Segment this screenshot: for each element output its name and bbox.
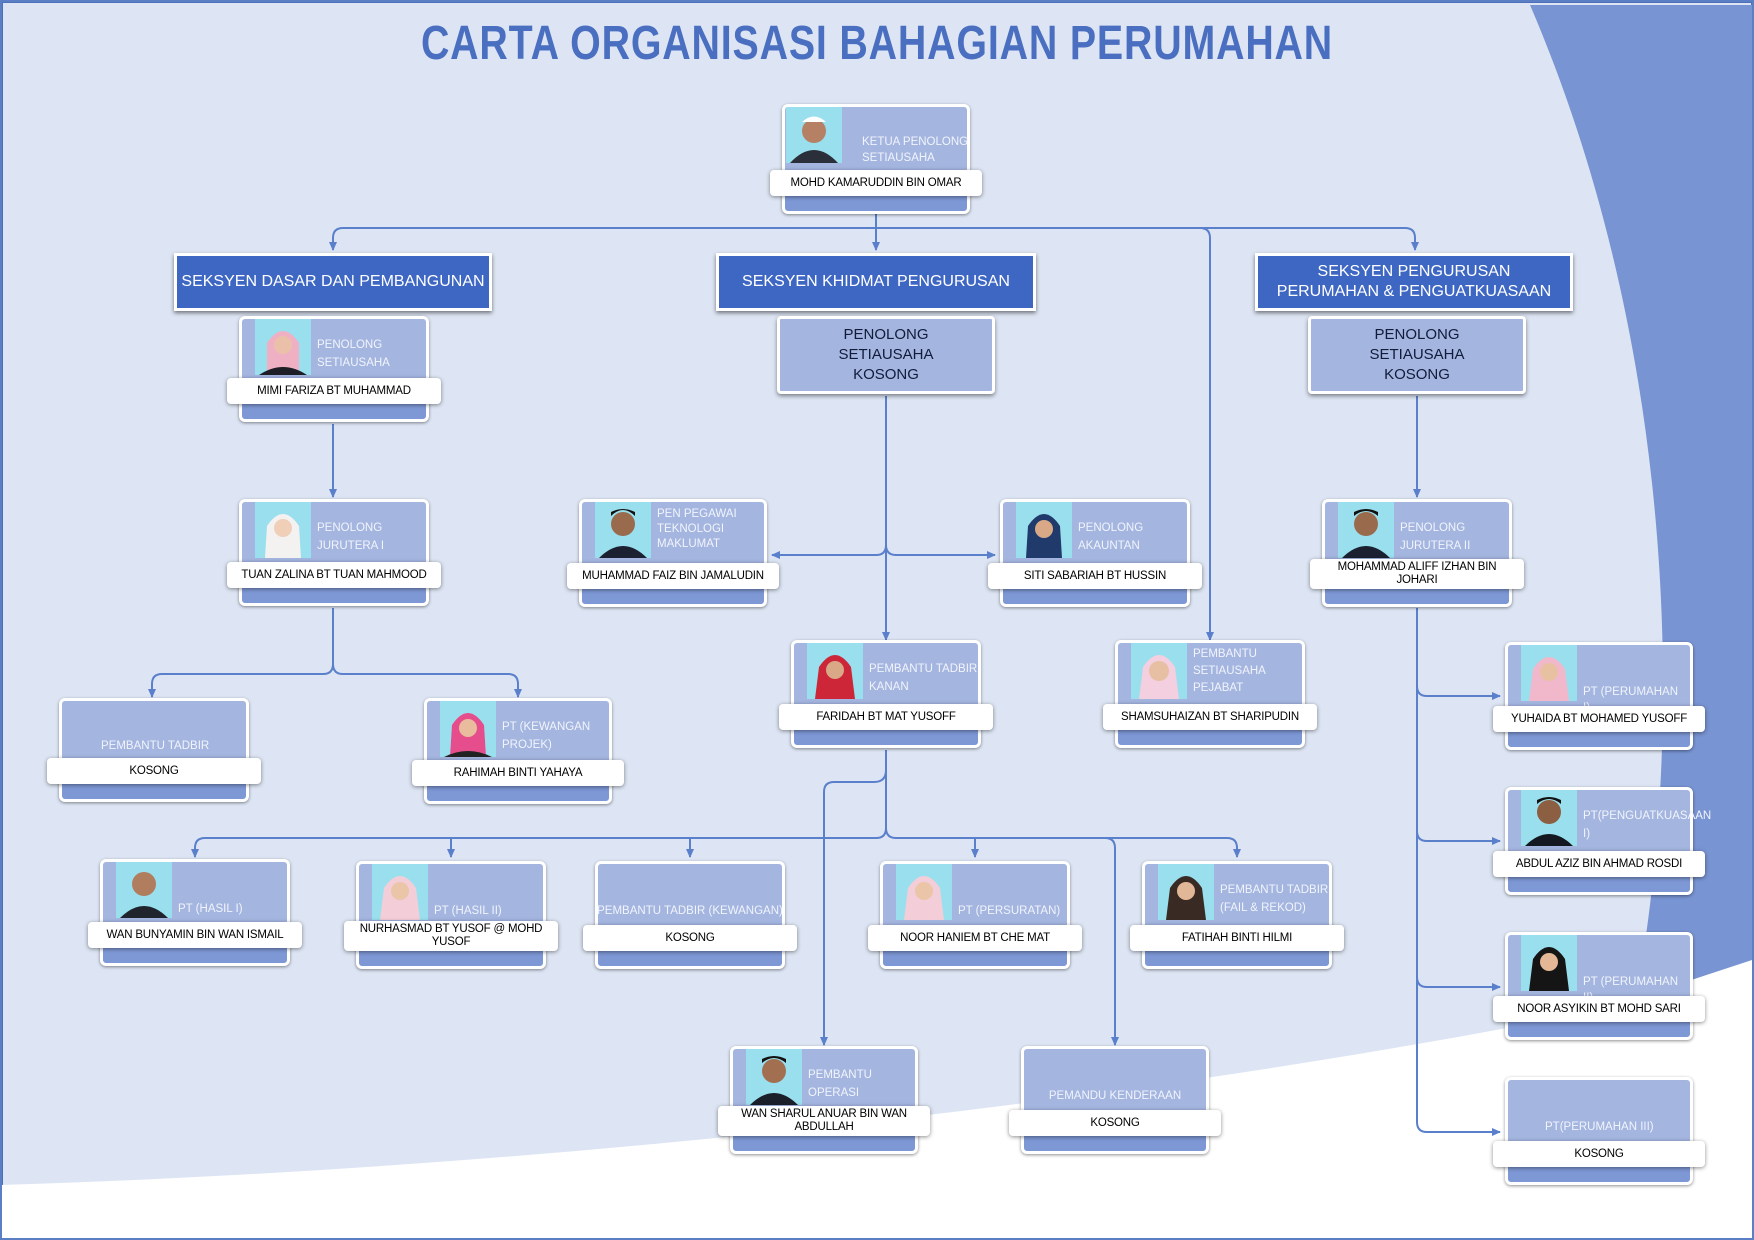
person-photo: [786, 107, 842, 163]
chart-title: CARTA ORGANISASI BAHAGIAN PERUMAHAN: [420, 17, 1334, 70]
role-label: KETUA PENOLONG SETIAUSAHA: [862, 136, 969, 164]
vacant-pengurusan: PENOLONG SETIAUSAHA KOSONG: [1308, 316, 1526, 394]
staff-card-pt-kewangan: PEMBANTU TADBIR (KEWANGAN) KOSONG: [583, 861, 797, 969]
staff-card-noor-asyikin: PT (PERUMAHAN II) NOOR ASYIKIN BT MOHD S…: [1493, 932, 1705, 1040]
role-label: PEMBANTU TADBIR (FAIL & REKOD): [1220, 884, 1329, 914]
staff-card-fatihah: PEMBANTU TADBIR (FAIL & REKOD) FATIHAH B…: [1130, 861, 1344, 969]
name-label: ABDUL AZIZ BIN AHMAD ROSDI: [1493, 851, 1705, 877]
staff-card-sabariah: PENOLONG AKAUNTAN SITI SABARIAH BT HUSSI…: [988, 499, 1202, 607]
role-label: PENOLONG JURUTERA I: [317, 522, 385, 552]
role-label: PENOLONG SETIAUSAHA: [317, 339, 390, 369]
name-label: FATIHAH BINTI HILMI: [1130, 925, 1344, 951]
person-photo: [255, 502, 311, 558]
staff-card-pemandu: PEMANDU KENDERAAN KOSONG: [1009, 1046, 1221, 1154]
name-label: WAN SHARUL ANUAR BIN WAN ABDULLAH: [718, 1106, 930, 1136]
person-photo: [1016, 502, 1072, 558]
staff-card-aliff: PENOLONG JURUTERA II MOHAMMAD ALIFF IZHA…: [1310, 499, 1524, 607]
name-label: SITI SABARIAH BT HUSSIN: [988, 563, 1202, 589]
role-label: PEMBANTU OPERASI: [808, 1069, 872, 1099]
staff-card-abdul-aziz: PT(PENGUATKUASAAN I) ABDUL AZIZ BIN AHMA…: [1493, 787, 1712, 895]
head-card: KETUA PENOLONG SETIAUSAHA MOHD KAMARUDDI…: [770, 104, 982, 214]
name-label: WAN BUNYAMIN BIN WAN ISMAIL: [88, 922, 302, 948]
section-dasar: SEKSYEN DASAR DAN PEMBANGUNAN: [174, 253, 492, 311]
staff-card-pt-perumahan3: PT(PERUMAHAN III) KOSONG: [1493, 1077, 1705, 1185]
staff-card-nurhasmad: PT (HASIL II) NURHASMAD BT YUSOF @ MOHD …: [344, 861, 558, 969]
name-label: YUHAIDA BT MOHAMED YUSOFF: [1493, 706, 1705, 732]
person-photo: [595, 502, 651, 558]
staff-card-faridah: PEMBANTU TADBIR KANAN FARIDAH BT MAT YUS…: [779, 640, 993, 748]
staff-card-mimi: PENOLONG SETIAUSAHA MIMI FARIZA BT MUHAM…: [227, 316, 441, 422]
name-label: NOOR ASYIKIN BT MOHD SARI: [1493, 996, 1705, 1022]
role-label: PT (HASIL I): [178, 903, 243, 915]
person-photo: [116, 862, 172, 918]
name-label: KOSONG: [47, 758, 261, 784]
person-photo: [1158, 864, 1214, 920]
role-label: PEMBANTU TADBIR: [101, 740, 210, 752]
role-label: PENOLONG JURUTERA II: [1400, 522, 1471, 552]
role-label: PT(PENGUATKUASAAN I): [1583, 810, 1712, 840]
staff-card-yuhaida: PT (PERUMAHAN I) YUHAIDA BT MOHAMED YUSO…: [1493, 642, 1705, 750]
role-label: PEMBANTU TADBIR (KEWANGAN): [597, 905, 783, 917]
role-label: PT(PERUMAHAN III): [1545, 1121, 1654, 1133]
name-label: MOHAMMAD ALIFF IZHAN BIN JOHARI: [1310, 559, 1524, 589]
role-label: PT (KEWANGAN PROJEK): [502, 721, 591, 751]
section-pengurusan: SEKSYEN PENGURUSAN PERUMAHAN & PENGUATKU…: [1255, 253, 1573, 311]
person-photo: [896, 864, 952, 920]
name-label: SHAMSUHAIZAN BT SHARIPUDIN: [1103, 704, 1317, 730]
staff-card-tuan-zalina: PENOLONG JURUTERA I TUAN ZALINA BT TUAN …: [227, 499, 441, 606]
staff-card-pt-kosong: PEMBANTU TADBIR KOSONG: [47, 698, 261, 802]
name-label: KOSONG: [583, 925, 797, 951]
person-photo: [1521, 790, 1577, 846]
staff-card-noor-haniem: PT (PERSURATAN) NOOR HANIEM BT CHE MAT: [868, 861, 1082, 969]
name-label: KOSONG: [1493, 1141, 1705, 1167]
name-label: TUAN ZALINA BT TUAN MAHMOOD: [227, 562, 441, 588]
staff-card-wan-bunyamin: PT (HASIL I) WAN BUNYAMIN BIN WAN ISMAIL: [88, 859, 302, 966]
name-label: RAHIMAH BINTI YAHAYA: [412, 760, 624, 786]
role-label: PT (PERSURATAN): [958, 905, 1061, 917]
section-khidmat: SEKSYEN KHIDMAT PENGURUSAN: [716, 253, 1036, 311]
person-photo: [1521, 645, 1577, 701]
person-photo: [807, 643, 863, 699]
person-photo: [1338, 502, 1394, 558]
role-label: PEMBANTU TADBIR KANAN: [869, 663, 978, 693]
person-photo: [746, 1049, 802, 1105]
name-label: NOOR HANIEM BT CHE MAT: [868, 925, 1082, 951]
person-photo: [440, 701, 496, 757]
staff-card-faiz: PEN PEGAWAI TEKNOLOGI MAKLUMAT MUHAMMAD …: [567, 499, 779, 607]
role-label: PENOLONG AKAUNTAN: [1078, 522, 1144, 552]
staff-card-wan-sharul: PEMBANTU OPERASI WAN SHARUL ANUAR BIN WA…: [718, 1046, 930, 1154]
staff-card-shamsuhaizan: PEMBANTU SETIAUSAHA PEJABAT SHAMSUHAIZAN…: [1103, 640, 1317, 748]
name-label: FARIDAH BT MAT YUSOFF: [779, 704, 993, 730]
name-label: KOSONG: [1009, 1110, 1221, 1136]
person-photo: [1521, 935, 1577, 991]
person-photo: [255, 319, 311, 375]
staff-card-rahimah: PT (KEWANGAN PROJEK) RAHIMAH BINTI YAHAY…: [412, 698, 624, 804]
name-label: MUHAMMAD FAIZ BIN JAMALUDIN: [567, 563, 779, 589]
role-label: PEMANDU KENDERAAN: [1048, 1090, 1182, 1102]
name-label: NURHASMAD BT YUSOF @ MOHD YUSOF: [344, 921, 558, 951]
person-photo: [1131, 643, 1187, 699]
role-label: PEMBANTU SETIAUSAHA PEJABAT: [1193, 648, 1266, 694]
name-label: MIMI FARIZA BT MUHAMMAD: [227, 378, 441, 404]
vacant-khidmat: PENOLONG SETIAUSAHA KOSONG: [777, 316, 995, 394]
role-label: PT (HASIL II): [434, 905, 502, 917]
role-label: PEN PEGAWAI TEKNOLOGI MAKLUMAT: [657, 508, 737, 550]
name-label: MOHD KAMARUDDIN BIN OMAR: [770, 170, 982, 196]
person-photo: [372, 864, 428, 920]
